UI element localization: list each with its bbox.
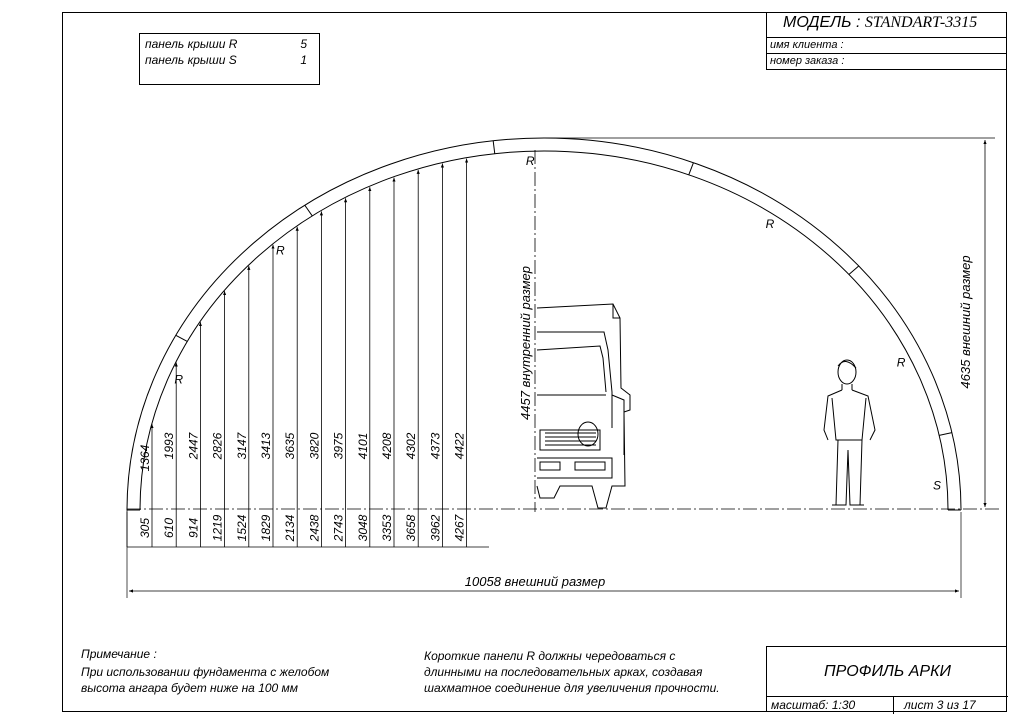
height-label: 3413 — [259, 432, 273, 459]
drawing-frame — [62, 12, 1007, 712]
panel-count-table: панель крыши R 5 панель крыши S 1 — [139, 33, 320, 85]
offset-label: 2743 — [332, 514, 346, 542]
arch-outer-arc — [126, 137, 962, 511]
truck-figure — [536, 303, 631, 509]
panel-label-r: R — [897, 356, 906, 370]
offset-label: 1524 — [235, 514, 249, 541]
panel-row-s: панель крыши S 1 — [145, 53, 315, 69]
panel-count: 1 — [300, 53, 307, 67]
inner-height-label: 4457 внутренний размер — [518, 266, 533, 420]
height-label: 3820 — [307, 432, 321, 459]
offset-label: 3048 — [356, 514, 370, 541]
model-value: STANDART-3315 — [864, 14, 978, 31]
model-label: МОДЕЛЬ : — [783, 14, 861, 31]
offset-label: 305 — [138, 518, 152, 538]
panel-joint — [939, 432, 952, 436]
panel-label-r: R — [174, 372, 183, 386]
height-label: 3975 — [332, 432, 346, 459]
person-figure — [823, 359, 876, 506]
right-note-line3: шахматное соединение для увеличения проч… — [424, 681, 720, 695]
panel-label: панель крыши R — [145, 37, 238, 51]
model-title: МОДЕЛЬ : STANDART-3315 — [766, 12, 1007, 38]
panel-label-s: S — [933, 479, 941, 493]
right-note-line2: длинными на последовательных арках, созд… — [424, 665, 703, 679]
height-label: 3635 — [283, 432, 297, 459]
panel-label-r: R — [526, 154, 535, 168]
height-label: 1364 — [138, 444, 152, 471]
measurements: 1364 305 1993 610 2447 914 2826 1219 3147 1524 341… — [126, 158, 469, 547]
panel-joints: R R R R R S — [174, 140, 952, 493]
height-label: 2447 — [186, 431, 200, 460]
left-note-title: Примечание : — [81, 647, 157, 661]
order-number-row: номер заказа : — [766, 54, 1007, 70]
panel-count: 5 — [300, 37, 307, 51]
drawing-title-block: ПРОФИЛЬ АРКИ масштаб: 1:30 лист 3 из 17 — [766, 646, 1008, 714]
height-label: 3147 — [235, 431, 249, 459]
height-label: 2826 — [211, 432, 225, 460]
client-label: имя клиента : — [770, 39, 844, 51]
panel-joint — [304, 204, 313, 217]
panel-joint — [848, 265, 860, 275]
client-name-row: имя клиента : — [766, 38, 1007, 54]
height-label: 1993 — [162, 432, 176, 459]
height-label: 4422 — [453, 432, 467, 459]
height-label: 4373 — [428, 432, 442, 459]
offset-label: 2134 — [283, 514, 297, 542]
height-label: 4101 — [356, 433, 370, 460]
scale-sheet-row: масштаб: 1:30 лист 3 из 17 — [767, 696, 1008, 714]
offset-label: 610 — [162, 518, 176, 538]
drawing-title: ПРОФИЛЬ АРКИ — [824, 663, 951, 680]
offset-label: 3353 — [380, 514, 394, 541]
sheet-text: лист 3 из 17 — [893, 697, 976, 714]
panel-joint — [492, 140, 496, 154]
outer-height-label: 4635 внешний размер — [958, 255, 973, 388]
panel-joint — [175, 334, 188, 342]
panel-label-r: R — [766, 217, 775, 231]
height-label: 4208 — [380, 432, 394, 459]
panel-label: панель крыши S — [145, 53, 237, 67]
order-label: номер заказа : — [770, 55, 845, 67]
arch-inner-arc — [139, 150, 949, 511]
right-note-line1: Короткие панели R должны чередоваться с — [424, 649, 676, 663]
offset-label: 2438 — [307, 514, 321, 542]
offset-label: 1219 — [211, 514, 225, 541]
offset-label: 4267 — [453, 513, 467, 541]
offset-label: 1829 — [259, 514, 273, 541]
scale-text: масштаб: 1:30 — [771, 698, 856, 712]
panel-joint — [688, 162, 694, 176]
offset-label: 3658 — [404, 514, 418, 541]
left-note-line2: высота ангара будет ниже на 100 мм — [81, 681, 299, 695]
panel-label-r: R — [276, 244, 285, 258]
left-note-line1: При использовании фундамента с желобом — [81, 665, 330, 679]
outer-width-label: 10058 внешний размер — [465, 574, 605, 589]
height-label: 4302 — [404, 432, 418, 459]
offset-label: 914 — [186, 518, 200, 538]
panel-row-r: панель крыши R 5 — [145, 37, 315, 53]
offset-label: 3962 — [428, 514, 442, 541]
